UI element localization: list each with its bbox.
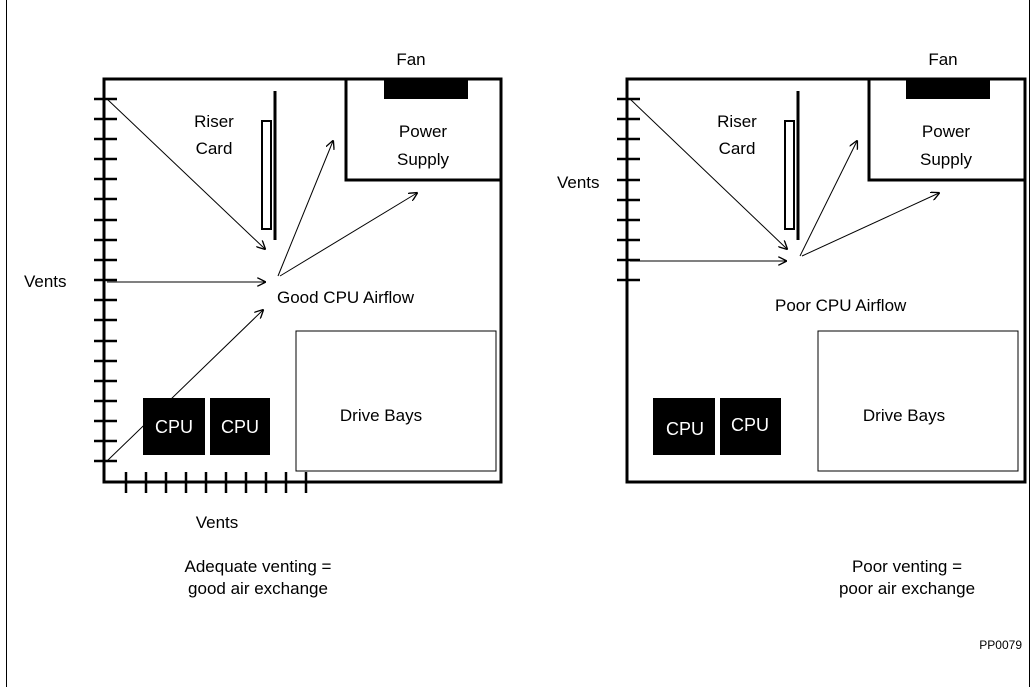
right-fan-label: Fan — [928, 50, 957, 69]
left-fan — [384, 80, 468, 99]
figure-code: PP0079 — [979, 638, 1022, 652]
right-caption-line2: poor air exchange — [839, 579, 975, 598]
left-cpu-2 — [210, 398, 270, 455]
left-caption-line2: good air exchange — [188, 579, 328, 598]
right-riser-card — [784, 91, 800, 240]
left-cpu-2-label: CPU — [221, 417, 259, 437]
left-bottom-vents — [124, 472, 308, 493]
left-cpu-1-label: CPU — [155, 417, 193, 437]
left-riser-label-line1: Riser — [194, 112, 234, 131]
right-cpu-2 — [720, 398, 781, 455]
left-airflow-label: Good CPU Airflow — [277, 288, 415, 307]
right-psu-label-line1: Power — [922, 122, 971, 141]
right-cpu-1-label: CPU — [666, 419, 704, 439]
left-drive-bays — [295, 330, 497, 472]
left-bottom-vents-label: Vents — [196, 513, 239, 532]
right-riser-label-line2: Card — [719, 139, 756, 158]
right-fan — [906, 80, 990, 99]
left-riser-card — [261, 91, 277, 240]
right-panel: Fan Riser Card Power Supply Vents Poor C… — [557, 50, 1027, 598]
left-power-supply — [344, 77, 503, 182]
left-panel: Fan Riser Card Power Supply Vents Good C… — [24, 50, 503, 598]
left-airflow-arrows — [106, 98, 417, 462]
right-drive-bays — [817, 330, 1019, 472]
left-fan-label: Fan — [396, 50, 425, 69]
right-caption-line1: Poor venting = — [852, 557, 962, 576]
left-riser-label-line2: Card — [196, 139, 233, 158]
right-airflow-label: Poor CPU Airflow — [775, 296, 907, 315]
right-psu-label-line2: Supply — [920, 150, 972, 169]
left-drive-bays-label: Drive Bays — [340, 406, 422, 425]
left-caption-line1: Adequate venting = — [185, 557, 332, 576]
right-cpu-2-label: CPU — [731, 415, 769, 435]
right-side-vents — [617, 97, 640, 282]
right-drive-bays-label: Drive Bays — [863, 406, 945, 425]
right-side-vents-label: Vents — [557, 173, 600, 192]
right-cpu-1 — [653, 398, 715, 455]
right-riser-label-line1: Riser — [717, 112, 757, 131]
left-side-vents — [94, 97, 117, 463]
right-power-supply — [867, 77, 1027, 182]
left-psu-label-line2: Supply — [397, 150, 449, 169]
right-airflow-arrows — [629, 98, 939, 261]
left-psu-label-line1: Power — [399, 122, 448, 141]
left-side-vents-label: Vents — [24, 272, 67, 291]
left-cpu-1 — [143, 398, 205, 455]
